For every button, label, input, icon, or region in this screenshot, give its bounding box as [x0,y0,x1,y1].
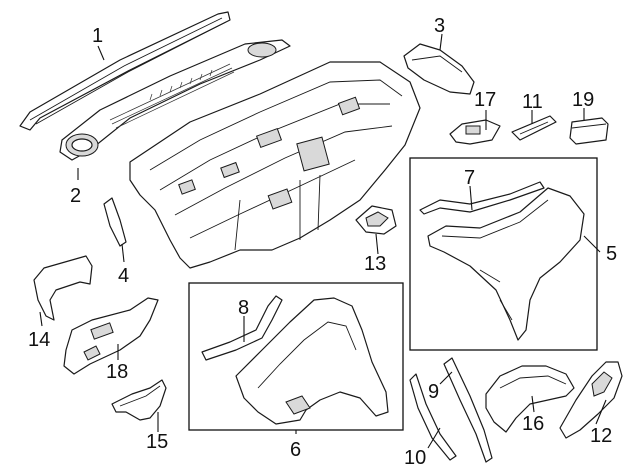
part-14-trim [33,255,93,321]
part-6-console-side [235,297,389,425]
part-2-upper-pad [59,39,291,161]
callout-17: 17 [474,89,496,111]
part-15-bracket [111,379,167,421]
callout-18: 18 [106,361,128,383]
part-8-strip [201,295,283,361]
part-5-panel [427,187,585,341]
callout-5: 5 [606,243,617,265]
callout-1: 1 [92,25,103,47]
callout-19: 19 [572,89,594,111]
part-10-trim-strip [409,373,457,461]
part-4-end-cap [103,197,127,247]
callout-4: 4 [118,265,129,287]
callout-12: 12 [590,425,612,447]
leader-lines [39,33,607,449]
callout-10: 10 [404,447,426,469]
callout-9: 9 [428,381,439,403]
group-box-5 [409,157,598,351]
part-7-strip [419,181,545,215]
part-1-top-pad [19,11,231,131]
callout-7: 7 [464,167,475,189]
callout-11: 11 [522,91,543,113]
part-19-module [569,117,609,145]
part-17-switch [449,119,501,145]
callout-labels: 1 2 3 4 5 6 7 8 9 10 11 12 13 14 15 16 1… [28,15,617,469]
part-11-bracket [511,115,557,141]
callout-6: 6 [290,439,301,461]
callout-2: 2 [70,185,81,207]
part-9-trim-strip [443,357,493,463]
callout-15: 15 [146,431,168,453]
part-13-vent [355,205,397,235]
callout-16: 16 [522,413,544,435]
callout-3: 3 [434,15,445,37]
part-18-lower-panel [63,297,159,375]
callout-14: 14 [28,329,50,351]
part-3-glove-lid [403,43,475,95]
dash-frame [129,61,421,269]
part-12-bezel [559,361,623,439]
part-16-cover [485,365,575,433]
callout-8: 8 [238,297,249,319]
callout-13: 13 [364,253,386,275]
